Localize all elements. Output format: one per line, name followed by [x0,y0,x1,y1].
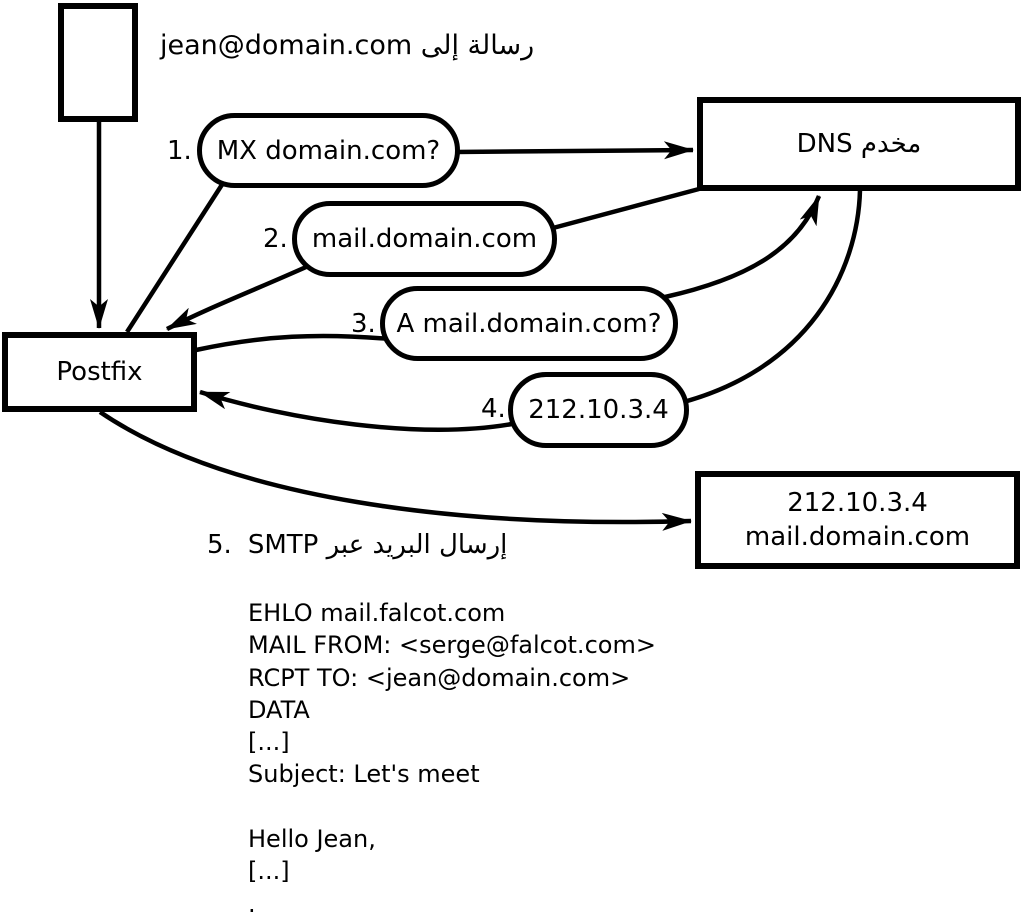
dns-server-label: مخدم DNS [796,129,922,159]
step-number-1: 1. [167,136,192,166]
step-number-3: 3. [351,309,376,339]
message-to-recipient-text: رسالة إلى jean@domain.com [160,30,535,61]
line-postfix-to-a-query [195,333,401,353]
pill-mx-query-label: MX domain.com? [216,135,441,166]
pill-a-query-label: A mail.domain.com? [396,308,662,339]
pill-mx-answer-label: mail.domain.com [311,224,538,254]
step5-smtp-text: إرسال البريد عبر SMTP [247,530,508,560]
step5-smtp-label: 5. إرسال البريد عبر SMTP [207,530,507,560]
pill-a-answer-label: 212.10.3.4 [528,395,669,425]
step-number-5: 5. [207,530,232,560]
step-number-2: 2. [263,224,288,254]
arrow-postfix-to-mailserver-smtp [98,410,692,531]
smtp-session-transcript: EHLO mail.falcot.com MAIL FROM: <serge@f… [248,599,656,918]
sender-message-box [58,3,138,122]
message-to-recipient-label: رسالة إلى jean@domain.com [160,30,534,61]
postfix-label: Postfix [56,357,143,387]
pill-mx-answer: mail.domain.com [292,201,557,277]
pill-mx-query: MX domain.com? [197,113,460,188]
line-dns-to-mx-answer [537,186,700,235]
mail-server-hostname: mail.domain.com [744,522,971,552]
dns-server-box: مخدم DNS [697,97,1021,191]
arrow-mx-answer-to-postfix [165,260,316,332]
step-number-4: 4. [481,394,506,424]
postfix-box: Postfix [2,332,197,412]
line-dns-to-a-answer [671,189,863,408]
line-postfix-to-mx-query [125,178,227,334]
pill-a-answer: 212.10.3.4 [508,372,689,448]
mail-server-box: 212.10.3.4 mail.domain.com [695,471,1020,569]
arrow-a-answer-to-postfix [199,389,513,432]
pill-a-query: A mail.domain.com? [380,286,678,361]
arrow-a-query-to-dns [664,195,822,300]
arrow-mx-query-to-dns [454,141,694,160]
mail-server-ip: 212.10.3.4 [787,488,928,518]
